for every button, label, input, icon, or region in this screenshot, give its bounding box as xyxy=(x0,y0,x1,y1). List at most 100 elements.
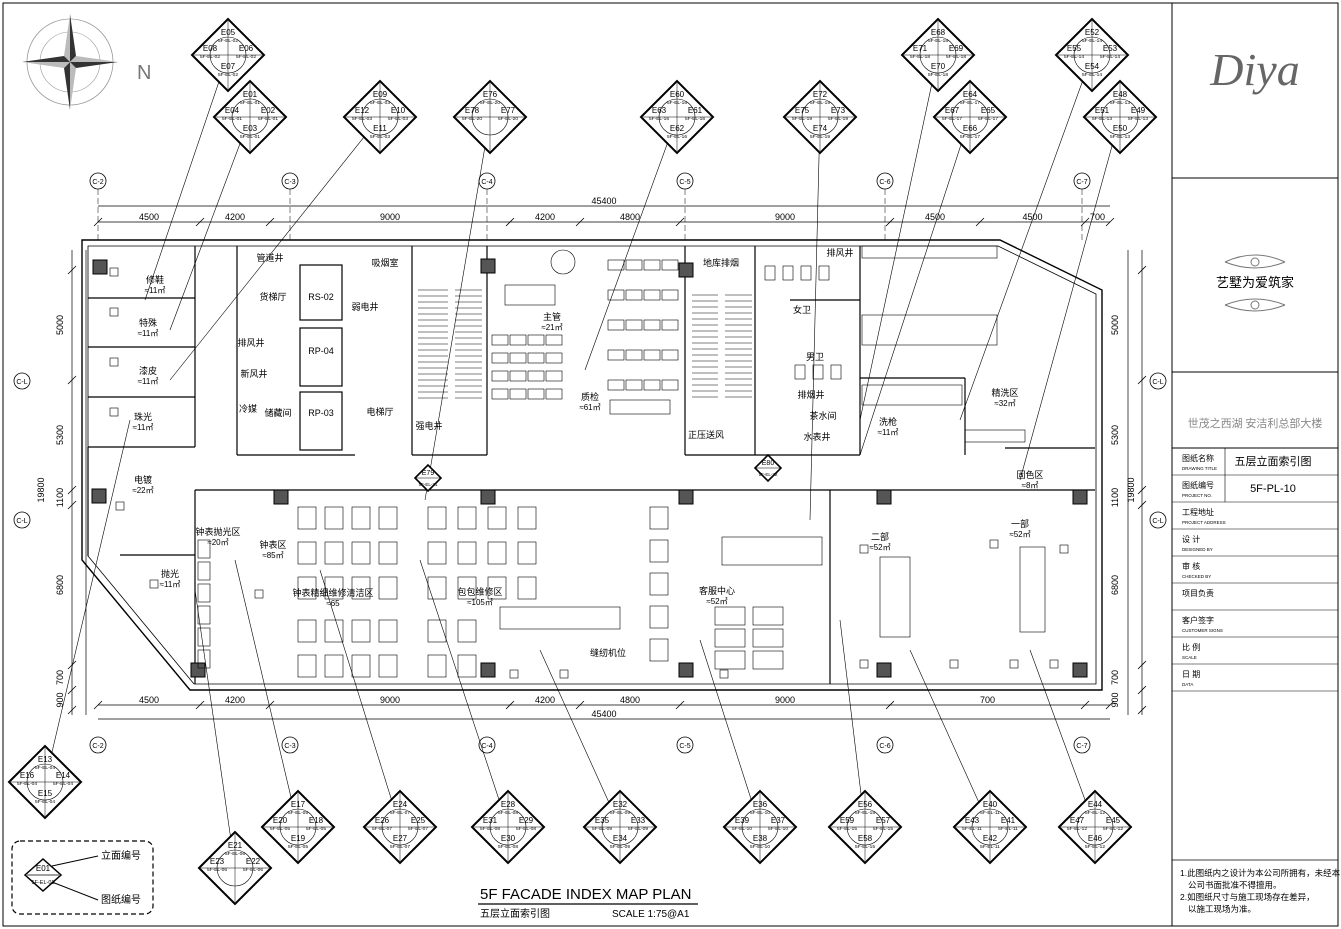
desk xyxy=(297,506,317,530)
svg-text:5F-EL-01: 5F-EL-01 xyxy=(240,100,260,106)
desk xyxy=(487,576,507,600)
desk xyxy=(607,349,625,361)
chair xyxy=(149,579,159,589)
field-sublabel: DESIGNED BY xyxy=(1182,547,1213,552)
svg-text:5F-EL-09: 5F-EL-09 xyxy=(628,826,648,832)
room-name: 地库排烟 xyxy=(703,257,739,268)
svg-text:E78: E78 xyxy=(465,106,480,115)
svg-text:E29: E29 xyxy=(519,816,534,825)
elevation-tag: E685F-EL-18E715F-EL-18E695F-EL-18E705F-E… xyxy=(900,17,976,93)
dim-total: 19800 xyxy=(1126,477,1136,502)
svg-text:C-2: C-2 xyxy=(92,179,103,186)
room-name: 新风井 xyxy=(240,368,267,379)
room-name: 洗枪 xyxy=(879,416,897,427)
svg-text:E27: E27 xyxy=(393,834,408,843)
room-name: 珠光 xyxy=(134,411,152,422)
dim-label: 5300 xyxy=(1110,425,1120,445)
desk xyxy=(491,334,509,346)
field-sublabel: PROJECT NO. xyxy=(1182,493,1212,498)
svg-text:5F-EL-09: 5F-EL-09 xyxy=(610,810,630,816)
svg-text:C-7: C-7 xyxy=(1076,743,1087,750)
desk xyxy=(545,388,563,400)
svg-text:5F-EL-02: 5F-EL-02 xyxy=(236,54,256,60)
room-name: 主管 xyxy=(543,311,561,322)
svg-text:5F-EL-19: 5F-EL-19 xyxy=(810,134,830,140)
desk xyxy=(625,289,643,301)
axis-bubble: C-L xyxy=(13,372,31,390)
legend-tag: E01 xyxy=(36,864,51,873)
svg-text:5F-EL-01: 5F-EL-01 xyxy=(240,134,260,140)
axis-bubble: C-3 xyxy=(281,172,299,190)
desk xyxy=(297,576,317,600)
desk xyxy=(351,541,371,565)
desk xyxy=(527,352,545,364)
desk xyxy=(643,349,661,361)
desk xyxy=(197,649,211,669)
field-label: 项目负责 xyxy=(1182,588,1214,598)
desk xyxy=(625,379,643,391)
field-sublabel: PROJECT ADDRESS xyxy=(1182,520,1226,525)
elevation-tag: E645F-EL-17E675F-EL-17E655F-EL-17E665F-E… xyxy=(932,79,1008,155)
desk xyxy=(197,627,211,647)
svg-text:5F-EL-08: 5F-EL-08 xyxy=(498,844,518,850)
axis-bubble: C-2 xyxy=(89,172,107,190)
svg-text:5F-EL-14: 5F-EL-14 xyxy=(1082,38,1102,44)
chair xyxy=(1049,659,1059,669)
chair xyxy=(109,407,119,417)
room-name: 正压送风 xyxy=(688,429,724,440)
dim-tick xyxy=(195,217,205,227)
desk xyxy=(964,429,1026,443)
axis-bubble: C-6 xyxy=(876,172,894,190)
svg-text:5F-EL-02: 5F-EL-02 xyxy=(218,38,238,44)
svg-text:E40: E40 xyxy=(983,800,998,809)
desk xyxy=(457,541,477,565)
svg-text:E76: E76 xyxy=(483,90,498,99)
svg-text:E43: E43 xyxy=(965,816,980,825)
svg-text:C-5: C-5 xyxy=(679,179,690,186)
svg-text:E65: E65 xyxy=(981,106,996,115)
room-area: ≈20㎡ xyxy=(207,538,228,547)
svg-text:E36: E36 xyxy=(753,800,768,809)
dim-tick xyxy=(67,265,77,275)
svg-text:5F-EL-06: 5F-EL-06 xyxy=(243,867,263,873)
svg-text:5F-EL-07: 5F-EL-07 xyxy=(390,844,410,850)
dim-label: 4500 xyxy=(1022,212,1042,222)
desk xyxy=(545,334,563,346)
dim-label: 6800 xyxy=(1110,575,1120,595)
desk xyxy=(499,606,621,630)
svg-text:C-3: C-3 xyxy=(284,179,295,186)
column xyxy=(273,489,289,505)
svg-text:5F-EL-10: 5F-EL-10 xyxy=(768,826,788,832)
desk xyxy=(649,572,669,596)
desk xyxy=(457,576,477,600)
dimension-lines xyxy=(71,205,1143,720)
svg-text:5F-EL-05: 5F-EL-05 xyxy=(306,826,326,832)
svg-text:E48: E48 xyxy=(1113,90,1128,99)
legend-sheet-label: 图纸编号 xyxy=(101,893,141,906)
svg-text:5F-EL-12: 5F-EL-12 xyxy=(1103,826,1123,832)
desk xyxy=(297,541,317,565)
desk xyxy=(509,352,527,364)
drawing-title-en: 5F FACADE INDEX MAP PLAN xyxy=(480,886,691,903)
svg-text:E17: E17 xyxy=(291,800,306,809)
column xyxy=(91,488,107,504)
svg-text:E75: E75 xyxy=(795,106,810,115)
room-area: ≈11㎡ xyxy=(878,428,899,437)
north-label: N xyxy=(137,62,151,84)
desk xyxy=(649,605,669,629)
field-label: 日 期 xyxy=(1182,670,1200,679)
svg-text:E73: E73 xyxy=(831,106,846,115)
svg-text:C-4: C-4 xyxy=(481,179,492,186)
stair-icon xyxy=(418,289,752,399)
svg-text:5F-EL-15: 5F-EL-15 xyxy=(873,826,893,832)
brand-logo: Diya xyxy=(1209,44,1299,95)
svg-text:5F-EL-13: 5F-EL-13 xyxy=(1128,116,1148,122)
svg-text:E64: E64 xyxy=(963,90,978,99)
svg-text:5F-EL-10: 5F-EL-10 xyxy=(750,810,770,816)
dim-tick xyxy=(1105,217,1115,227)
svg-text:5F-EL-13: 5F-EL-13 xyxy=(1110,100,1130,106)
desk xyxy=(607,379,625,391)
axis-bubble: C-5 xyxy=(676,172,694,190)
svg-text:E32: E32 xyxy=(613,800,628,809)
room-area: ≈21㎡ xyxy=(541,323,562,332)
